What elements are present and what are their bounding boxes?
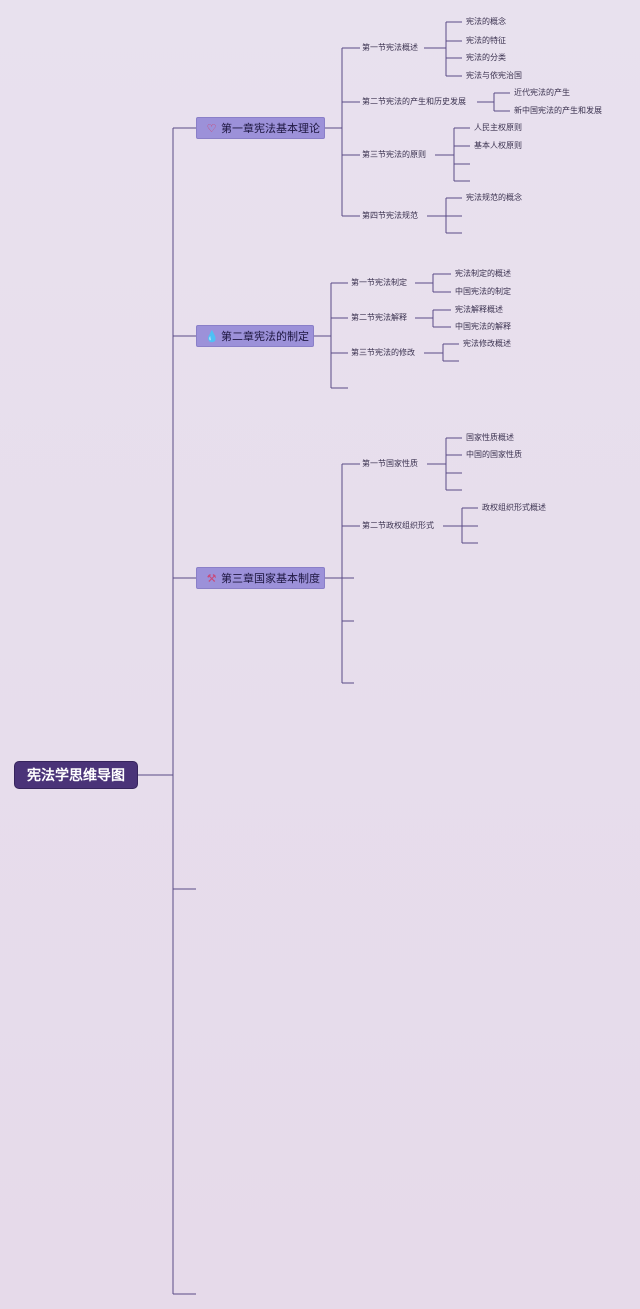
topic-node[interactable]: 宪法与依宪治国 bbox=[466, 71, 522, 80]
section-node[interactable]: 第三节宪法的原则 bbox=[362, 150, 426, 159]
water-drop-icon: 💧 bbox=[205, 330, 219, 343]
chapter-title: 第二章宪法的制定 bbox=[221, 330, 309, 343]
chapter-node-2[interactable]: 💧第二章宪法的制定 bbox=[196, 325, 314, 347]
section-node[interactable]: 第二节宪法的产生和历史发展 bbox=[362, 97, 466, 106]
chapter-title: 第一章宪法基本理论 bbox=[221, 122, 320, 135]
heart-icon: ♡ bbox=[206, 122, 217, 135]
topic-node[interactable]: 宪法修改概述 bbox=[463, 339, 511, 348]
topic-node[interactable]: 基本人权原则 bbox=[474, 141, 522, 150]
section-node[interactable]: 第一节宪法概述 bbox=[362, 43, 418, 52]
topic-node[interactable]: 宪法解释概述 bbox=[455, 305, 503, 314]
topic-node[interactable]: 宪法的概念 bbox=[466, 17, 506, 26]
topic-node[interactable]: 中国宪法的制定 bbox=[455, 287, 511, 296]
tools-icon: ⚒ bbox=[206, 572, 217, 585]
topic-node[interactable]: 近代宪法的产生 bbox=[514, 88, 570, 97]
topic-node[interactable]: 中国的国家性质 bbox=[466, 450, 522, 459]
root-node[interactable]: 宪法学思维导图 bbox=[14, 761, 138, 789]
section-node[interactable]: 第一节国家性质 bbox=[362, 459, 418, 468]
section-node[interactable]: 第二节宪法解释 bbox=[351, 313, 407, 322]
topic-node[interactable]: 宪法制定的概述 bbox=[455, 269, 511, 278]
chapter-node-1[interactable]: ♡ 第一章宪法基本理论 bbox=[196, 117, 325, 139]
section-node[interactable]: 第四节宪法规范 bbox=[362, 211, 418, 220]
topic-node[interactable]: 宪法的特征 bbox=[466, 36, 506, 45]
section-node[interactable]: 第二节政权组织形式 bbox=[362, 521, 434, 530]
topic-node[interactable]: 宪法的分类 bbox=[466, 53, 506, 62]
topic-node[interactable]: 人民主权原则 bbox=[474, 123, 522, 132]
topic-node[interactable]: 国家性质概述 bbox=[466, 433, 514, 442]
topic-node[interactable]: 新中国宪法的产生和发展 bbox=[514, 106, 602, 115]
topic-node[interactable]: 政权组织形式概述 bbox=[482, 503, 546, 512]
section-node[interactable]: 第三节宪法的修改 bbox=[351, 348, 415, 357]
chapter-title: 第三章国家基本制度 bbox=[221, 572, 320, 585]
chapter-node-3[interactable]: ⚒ 第三章国家基本制度 bbox=[196, 567, 325, 589]
topic-node[interactable]: 宪法规范的概念 bbox=[466, 193, 522, 202]
section-node[interactable]: 第一节宪法制定 bbox=[351, 278, 407, 287]
topic-node[interactable]: 中国宪法的解释 bbox=[455, 322, 511, 331]
